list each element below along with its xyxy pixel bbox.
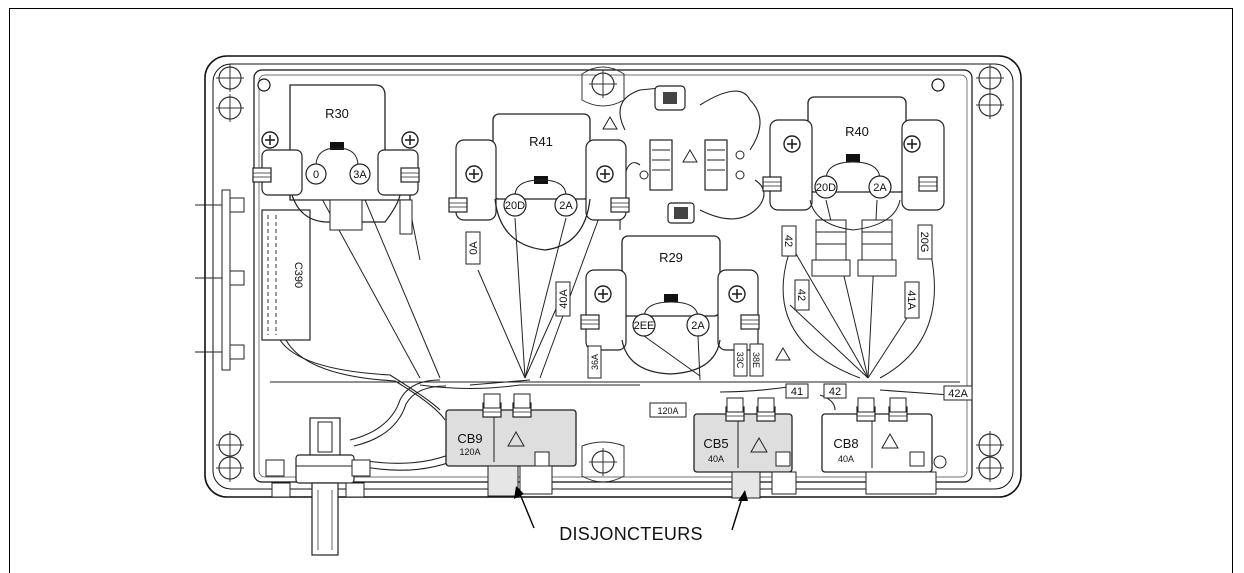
breaker-cb9: CB9 120A (445, 393, 577, 497)
relay-r40: 20D 2A R40 (762, 96, 945, 277)
wire-label-42: 42 (782, 235, 794, 247)
left-bracket (195, 189, 245, 371)
relay-r29-label: R29 (659, 250, 683, 265)
breaker-cb9-label: CB9 (457, 431, 482, 446)
relay-r29-terminal-right: 2A (691, 320, 705, 332)
wire-label-40a: 40A (558, 289, 570, 309)
wire-label-41: 41 (791, 386, 803, 398)
center-components (639, 85, 745, 224)
relay-r40-label: R40 (845, 124, 869, 139)
relay-r29-terminal-left: 2EE (634, 320, 655, 332)
wire-label-36a: 36A (590, 354, 600, 370)
wire-label-33c: 33C (735, 352, 745, 369)
wire-label-120a: 120A (657, 406, 678, 416)
wire-label-20g: 20G (918, 232, 930, 253)
callout-label: DISJONCTEURS (559, 524, 703, 544)
relay-r30-terminal-right: 3A (353, 169, 367, 181)
breaker-cb8-rating: 40A (838, 454, 854, 464)
breaker-cb5-label: CB5 (703, 436, 728, 451)
relay-r30: 0 3A R30 (252, 84, 420, 235)
relay-r40-terminal-left: 20D (816, 182, 836, 194)
relay-r30-label: R30 (325, 106, 349, 121)
wire-label-42-lower: 42 (795, 289, 807, 301)
relay-r30-terminal-left: 0 (313, 169, 319, 181)
callout-disjoncteurs: DISJONCTEURS (514, 486, 748, 544)
relay-r41-terminal-left: 20D (505, 200, 525, 212)
ground-stud (265, 417, 371, 556)
wire-label-0a: 0A (468, 241, 480, 255)
wire-label-38e: 38E (751, 352, 761, 368)
wire-label-tags: 0A 40A 42 42 41A 20G 36A 33C 38E 120A 41… (465, 224, 973, 418)
wire-label-41a: 41A (905, 290, 917, 310)
connector-c390: C390 (261, 209, 311, 341)
breaker-cb8-label: CB8 (833, 436, 858, 451)
relay-r41-label: R41 (529, 134, 553, 149)
breaker-cb5-rating: 40A (708, 454, 724, 464)
relay-r29: 2EE 2A R29 (580, 235, 791, 381)
wire-label-42a: 42A (948, 388, 968, 400)
wiring-harness (270, 87, 960, 471)
breaker-cb9-rating: 120A (459, 447, 480, 457)
wire-label-42-bottom: 42 (829, 386, 841, 398)
breaker-cb5: CB5 40A (693, 397, 797, 499)
relay-r40-terminal-right: 2A (873, 182, 887, 194)
breaker-cb8: CB8 40A (821, 397, 947, 495)
connector-c390-label: C390 (292, 262, 304, 288)
relay-r41-terminal-right: 2A (559, 200, 573, 212)
relay-r41: 20D 2A R41 (448, 113, 630, 251)
